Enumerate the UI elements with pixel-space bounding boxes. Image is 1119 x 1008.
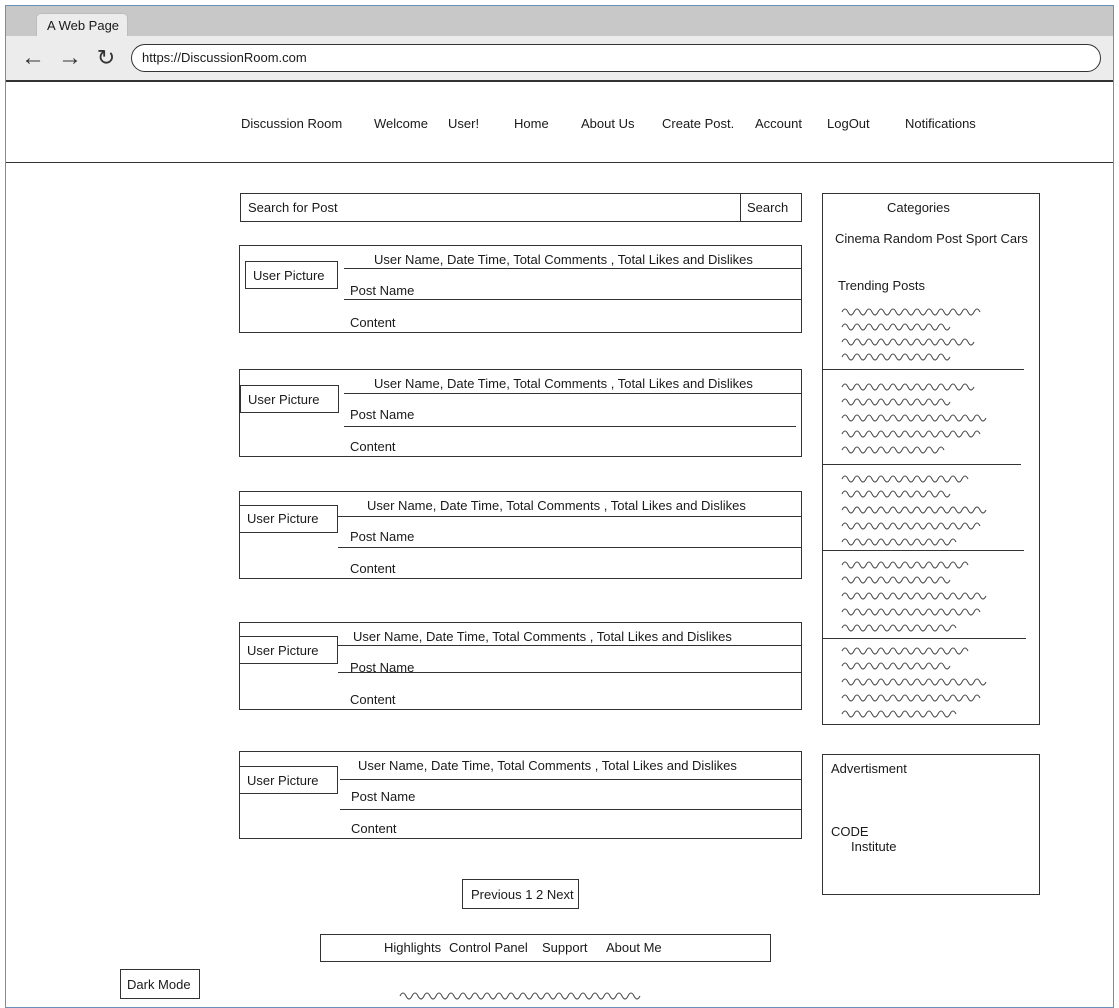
footer-placeholder-text <box>399 992 641 1000</box>
user-picture[interactable]: User Picture <box>239 505 338 533</box>
post-name[interactable]: Post Name <box>350 660 415 675</box>
post-content: Content <box>350 439 396 454</box>
divider <box>822 464 1021 465</box>
post-card[interactable] <box>239 245 802 333</box>
user-picture-label: User Picture <box>247 511 319 526</box>
divider <box>344 268 802 269</box>
trending-placeholder-text <box>841 308 987 718</box>
trending-title: Trending Posts <box>838 278 925 293</box>
post-meta: User Name, Date Time, Total Comments , T… <box>374 252 753 267</box>
search-button[interactable]: Search <box>740 193 802 222</box>
footer-support[interactable]: Support <box>542 940 588 955</box>
user-picture-label: User Picture <box>248 392 320 407</box>
user-picture[interactable]: User Picture <box>245 261 338 289</box>
forward-arrow-icon[interactable]: → <box>58 44 82 71</box>
advertisement-panel[interactable] <box>822 754 1040 895</box>
divider <box>338 516 802 517</box>
post-content: Content <box>350 692 396 707</box>
categories-title: Categories <box>887 200 950 215</box>
post-name[interactable]: Post Name <box>350 529 415 544</box>
site-brand[interactable]: Discussion Room <box>241 116 343 131</box>
user-picture[interactable]: User Picture <box>239 636 338 664</box>
ad-line-code: CODE <box>831 824 869 839</box>
nav-account[interactable]: Account <box>755 116 802 131</box>
footer-about-me[interactable]: About Me <box>606 940 662 955</box>
post-card[interactable] <box>239 369 802 457</box>
divider <box>338 547 802 548</box>
back-arrow-icon[interactable]: ← <box>21 44 45 71</box>
user-picture[interactable]: User Picture <box>239 766 338 794</box>
divider <box>338 672 802 673</box>
divider <box>344 299 802 300</box>
pagination[interactable]: Previous 1 2 Next <box>462 879 579 909</box>
post-meta: User Name, Date Time, Total Comments , T… <box>353 629 732 644</box>
footer-control-panel[interactable]: Control Panel <box>449 940 528 955</box>
post-content: Content <box>350 561 396 576</box>
post-meta: User Name, Date Time, Total Comments , T… <box>367 498 746 513</box>
user-picture[interactable]: User Picture <box>240 385 339 413</box>
dark-mode-button[interactable]: Dark Mode <box>120 969 200 999</box>
divider <box>822 550 1024 551</box>
nav-divider <box>6 162 1113 163</box>
post-card[interactable] <box>239 751 802 839</box>
welcome-text: Welcome <box>374 116 428 131</box>
browser-tab[interactable]: A Web Page <box>36 13 128 37</box>
sidebar-panel <box>822 193 1040 725</box>
search-placeholder: Search for Post <box>248 200 338 215</box>
divider <box>340 809 802 810</box>
nav-notifications[interactable]: Notifications <box>905 116 976 131</box>
reload-icon[interactable]: ↻ <box>96 45 116 70</box>
post-meta: User Name, Date Time, Total Comments , T… <box>358 758 737 773</box>
footer-bar <box>320 934 771 962</box>
nav-about-us[interactable]: About Us <box>581 116 635 131</box>
tab-bar <box>6 6 1113 36</box>
nav-home[interactable]: Home <box>514 116 549 131</box>
post-name[interactable]: Post Name <box>350 407 415 422</box>
dark-mode-label: Dark Mode <box>127 977 191 992</box>
post-content: Content <box>350 315 396 330</box>
search-input[interactable]: Search for Post <box>240 193 741 222</box>
post-content: Content <box>351 821 397 836</box>
post-meta: User Name, Date Time, Total Comments , T… <box>374 376 753 391</box>
pagination-label: Previous 1 2 Next <box>471 887 574 902</box>
nav-create-post[interactable]: Create Post. <box>662 116 735 131</box>
divider <box>338 645 802 646</box>
divider <box>344 426 796 427</box>
search-button-label: Search <box>747 200 789 215</box>
post-name[interactable]: Post Name <box>350 283 415 298</box>
ad-title: Advertisment <box>831 761 907 776</box>
post-name[interactable]: Post Name <box>351 789 416 804</box>
user-picture-label: User Picture <box>247 773 319 788</box>
user-text: User! <box>448 116 480 131</box>
divider <box>822 638 1026 639</box>
url-bar[interactable]: https://DiscussionRoom.com <box>131 44 1101 72</box>
user-picture-label: User Picture <box>247 643 319 658</box>
nav-logout[interactable]: LogOut <box>827 116 870 131</box>
divider <box>822 369 1024 370</box>
user-picture-label: User Picture <box>253 268 325 283</box>
categories-list[interactable]: Cinema Random Post Sport Cars <box>835 231 1028 246</box>
divider <box>340 779 802 780</box>
divider <box>344 393 802 394</box>
ad-line-institute: Institute <box>851 839 897 854</box>
footer-highlights[interactable]: Highlights <box>384 940 442 955</box>
